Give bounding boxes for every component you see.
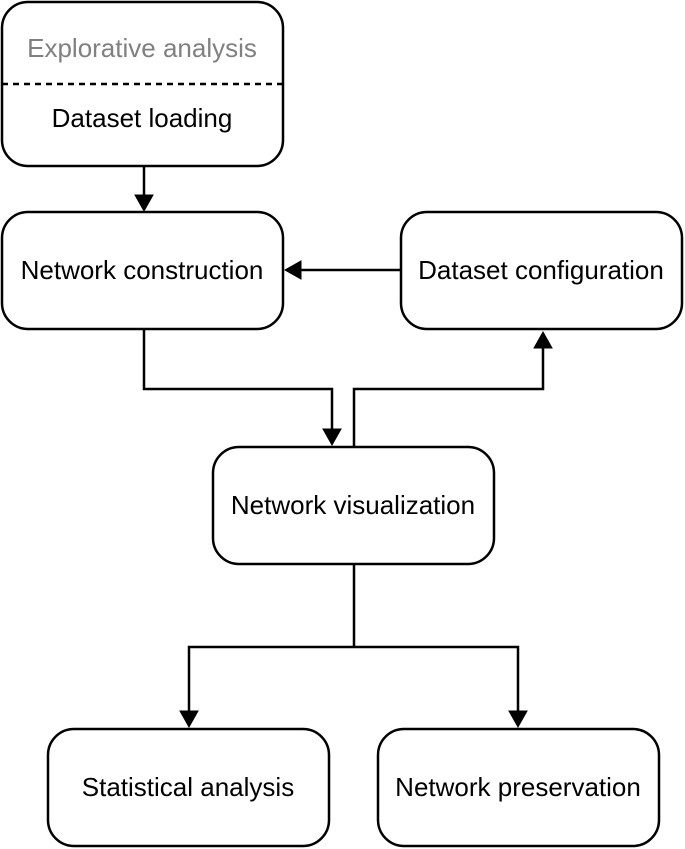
statistical-analysis-box <box>46 727 331 848</box>
edge-configuration-to-construction <box>283 260 401 280</box>
arrow-head-down <box>508 710 528 729</box>
edge-construction-to-visualization <box>142 329 342 447</box>
edge-to-preservation-line <box>354 645 520 714</box>
network-construction-label: Network construction <box>21 255 264 285</box>
arrow-head-down <box>134 194 154 213</box>
dataset-loading-box <box>0 0 285 168</box>
statistical-analysis-node: Statistical analysis <box>46 727 331 848</box>
explorative-analysis-label: Explorative analysis <box>27 33 257 63</box>
dataset-configuration-label: Dataset configuration <box>418 255 664 285</box>
arrow-head-down <box>322 428 342 447</box>
edge-to-statistical-line <box>187 645 354 714</box>
arrow-head-up <box>533 330 553 349</box>
edge-loading-to-construction <box>134 166 154 213</box>
network-visualization-node: Network visualization <box>211 445 496 566</box>
edge-visualization-to-configuration-line <box>352 345 545 447</box>
dataset-configuration-node: Dataset configuration <box>399 210 684 331</box>
network-preservation-node: Network preservation <box>376 727 661 848</box>
network-preservation-box <box>376 727 661 848</box>
edge-visualization-to-outputs <box>179 564 528 729</box>
dataset-loading-label: Dataset loading <box>52 103 233 133</box>
statistical-analysis-label: Statistical analysis <box>82 772 294 802</box>
edge-visualization-to-configuration <box>352 330 553 447</box>
network-visualization-label: Network visualization <box>231 490 475 520</box>
arrow-head-down <box>179 710 199 729</box>
arrow-head-left <box>283 260 302 280</box>
network-construction-node: Network construction <box>0 210 285 331</box>
network-preservation-label: Network preservation <box>395 772 641 802</box>
edge-construction-to-visualization-line <box>142 329 334 432</box>
network-construction-box <box>0 210 285 331</box>
dataset-loading-group: Explorative analysis Dataset loading <box>0 0 285 168</box>
